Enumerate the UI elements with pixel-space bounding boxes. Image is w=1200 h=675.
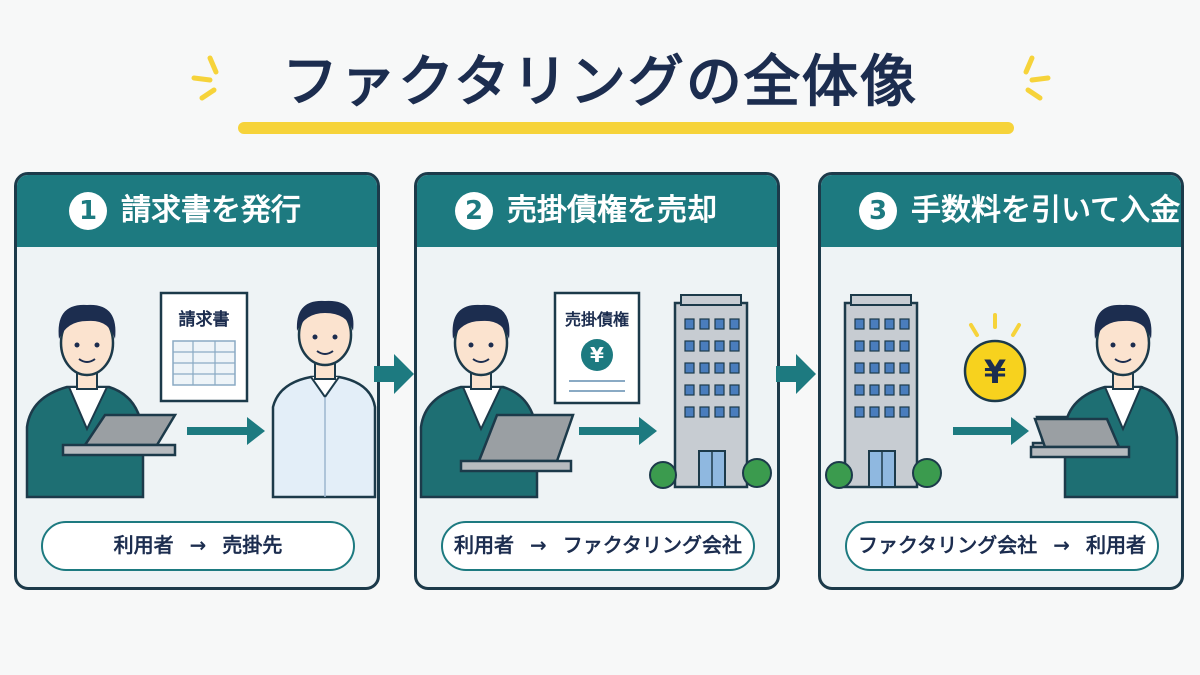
- yen-coin-icon: ¥: [963, 313, 1027, 403]
- arrow-right-icon: [187, 417, 265, 445]
- yen-symbol: ¥: [984, 353, 1006, 391]
- yen-symbol: ¥: [590, 343, 604, 367]
- step-illustration-2: 売掛債権 ¥: [419, 291, 772, 499]
- sparkle-icon-right: [1023, 55, 1051, 101]
- invoice-document-icon: 請求書: [159, 291, 249, 403]
- arrow-right-icon: [579, 417, 657, 445]
- title-area: ファクタリングの全体像: [0, 48, 1200, 138]
- invoice-label: 請求書: [179, 309, 230, 330]
- step-illustration-3: ¥: [825, 294, 1179, 499]
- flow-label-3: ファクタリング会社 → 利用者: [845, 521, 1159, 571]
- page-title: ファクタリングの全体像: [282, 50, 918, 115]
- next-step-arrow-icon: [776, 354, 816, 394]
- next-step-arrow-icon: [374, 354, 414, 394]
- step-header-2: 2 売掛債権を売却: [417, 175, 777, 247]
- step-number-badge: 3: [859, 192, 897, 230]
- step-number-badge: 1: [69, 192, 107, 230]
- receivable-document-icon: 売掛債権 ¥: [553, 291, 641, 405]
- step-panel-3: 3 手数料を引いて入金 ¥: [818, 172, 1184, 590]
- flow-arrow: →: [1053, 533, 1070, 557]
- flow-from: ファクタリング会社: [858, 533, 1038, 557]
- step-title: 手数料を引いて入金: [911, 193, 1181, 228]
- receivable-label: 売掛債権: [565, 310, 629, 329]
- flow-from: 利用者: [113, 533, 174, 557]
- step-header-1: 1 請求書を発行: [17, 175, 377, 247]
- flow-label-2: 利用者 → ファクタリング会社: [441, 521, 755, 571]
- step-number-badge: 2: [455, 192, 493, 230]
- step-title: 売掛債権を売却: [507, 193, 717, 228]
- flow-arrow: →: [530, 533, 547, 557]
- flow-from: 利用者: [454, 533, 515, 557]
- laptop-icon: [61, 413, 178, 457]
- flow-arrow: →: [189, 533, 207, 557]
- flow-label-1: 利用者 → 売掛先: [41, 521, 355, 571]
- title-underline: [238, 122, 1014, 134]
- flow-to: 利用者: [1085, 533, 1146, 557]
- step-panel-1: 1 請求書を発行 請求書: [14, 172, 380, 590]
- factoring-company-building-icon: [649, 294, 772, 489]
- step-illustration-1: 請求書: [25, 291, 377, 499]
- laptop-icon: [459, 413, 575, 473]
- step-title: 請求書を発行: [121, 193, 301, 228]
- arrow-right-icon: [953, 417, 1029, 445]
- laptop-front-icon: [1029, 417, 1131, 459]
- user-person-icon: [1063, 304, 1179, 499]
- step-panel-2: 2 売掛債権を売却 売掛債権 ¥: [414, 172, 780, 590]
- factoring-company-building-icon: [825, 294, 942, 489]
- user-person-icon: [25, 304, 145, 499]
- step-header-3: 3 手数料を引いて入金: [821, 175, 1181, 247]
- customer-person-icon: [271, 300, 377, 499]
- flow-to: 売掛先: [222, 533, 283, 557]
- flow-to: ファクタリング会社: [562, 533, 742, 557]
- sparkle-icon-left: [191, 55, 219, 101]
